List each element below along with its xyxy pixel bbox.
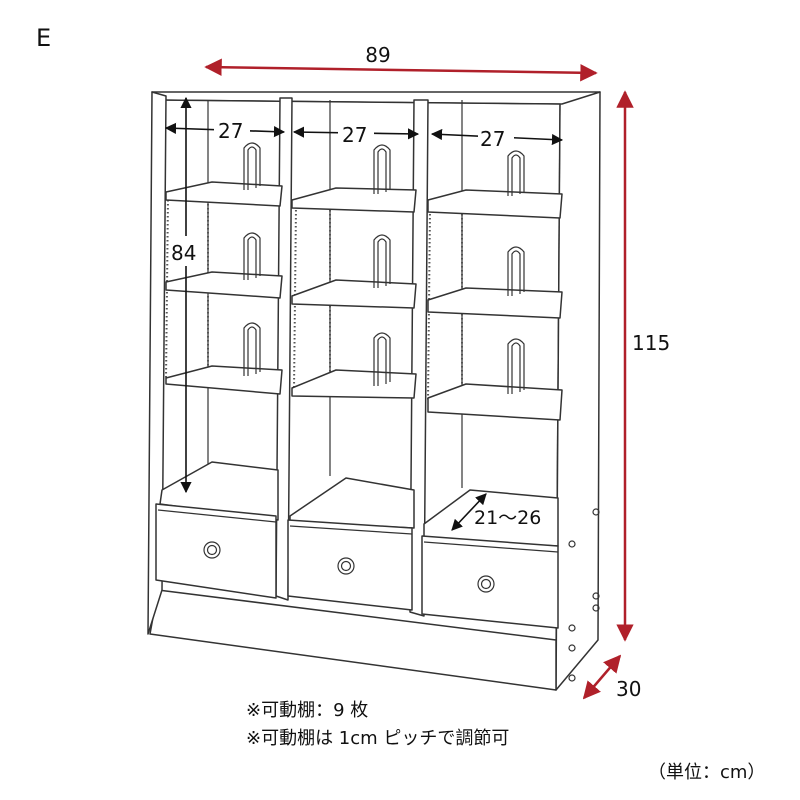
height-label: 115 <box>632 331 670 355</box>
width-dimension-arrow <box>204 58 598 82</box>
drawer-middle[interactable] <box>287 519 413 611</box>
unit-label: （単位：cm） <box>648 762 765 783</box>
inner-depth-arrow <box>451 493 487 531</box>
compartment-width-label-1: 27 <box>218 119 243 143</box>
shelves-column-1 <box>159 181 283 521</box>
depth-label: 30 <box>616 677 641 701</box>
shelves-column-3 <box>423 189 563 547</box>
shelves-column-2 <box>289 187 417 529</box>
note-movable-shelves-count: ※可動棚：9 枚 <box>246 700 368 721</box>
panel-letter: E <box>36 24 51 52</box>
drawer-left[interactable] <box>155 503 277 599</box>
cabinet-body <box>147 91 601 691</box>
compartment-width-label-3: 27 <box>480 127 505 151</box>
note-shelf-adjustment: ※可動棚は 1cm ピッチで調節可 <box>246 728 509 749</box>
bookends <box>243 142 525 394</box>
depth-dimension-arrow <box>582 654 622 700</box>
width-label: 89 <box>365 43 390 67</box>
drawer-right[interactable] <box>421 535 559 629</box>
inner-height-label: 84 <box>171 241 196 265</box>
compartment-width-label-2: 27 <box>342 123 367 147</box>
inner-depth-label: 21〜26 <box>474 507 541 529</box>
